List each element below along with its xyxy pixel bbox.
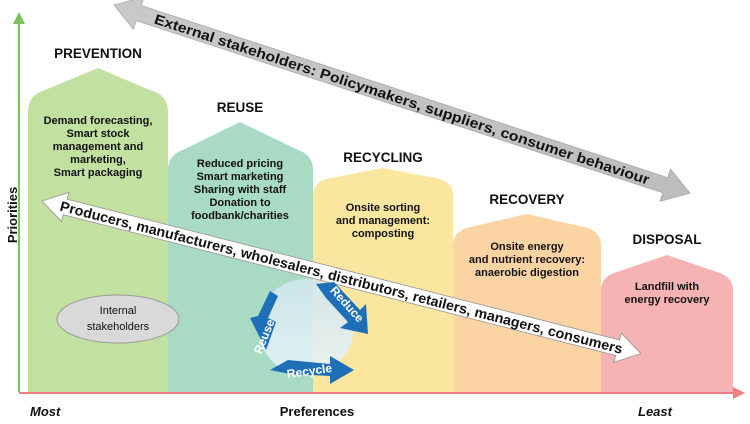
y-axis-arrowhead xyxy=(13,12,25,24)
tier-recovery-text: Onsite energy and nutrient recovery: ana… xyxy=(469,241,585,279)
internal-badge-shape xyxy=(56,294,180,344)
tier-recovery xyxy=(453,214,601,393)
tier-prevention-line: marketing, xyxy=(70,154,126,166)
x-axis-arrowhead xyxy=(733,387,745,399)
x-axis-label: Preferences xyxy=(280,404,354,419)
x-axis-most: Most xyxy=(30,404,61,419)
tier-recovery-line: anaerobic digestion xyxy=(475,267,579,279)
internal-badge-line: stakeholders xyxy=(87,321,150,333)
tier-recycling-line: and management: xyxy=(336,215,430,227)
tier-recovery-line: Onsite energy xyxy=(490,241,564,253)
cycle-arrow-reduce xyxy=(316,282,368,334)
tier-recycling-title: RECYCLING xyxy=(343,150,423,165)
tier-disposal-title: DISPOSAL xyxy=(632,232,701,247)
tier-recovery-line: and nutrient recovery: xyxy=(469,254,585,266)
tier-prevention-text: Demand forecasting, Smart stock manageme… xyxy=(44,115,153,179)
internal-arrow-shape xyxy=(41,191,642,363)
cycle-background xyxy=(258,279,354,375)
tier-reuse-text: Reduced pricing Smart marketing Sharing … xyxy=(191,158,289,222)
tier-recycling-line: Onsite sorting xyxy=(346,202,421,214)
tier-recovery-title: RECOVERY xyxy=(489,192,564,207)
tier-reuse-line: foodbank/charities xyxy=(191,210,289,222)
tier-recycling-text: Onsite sorting and management: compostin… xyxy=(336,202,430,240)
tier-recovery-shape xyxy=(453,214,601,393)
tier-disposal xyxy=(601,255,733,393)
tier-disposal-line: Landfill with xyxy=(635,281,699,293)
tier-reuse-title: REUSE xyxy=(217,100,264,115)
tier-prevention-title: PREVENTION xyxy=(54,46,142,61)
y-axis-label: Priorities xyxy=(5,187,20,243)
tier-disposal-text: Landfill with energy recovery xyxy=(625,281,711,306)
cycle-arrow-reuse xyxy=(250,291,278,350)
tier-reuse-line: Sharing with staff xyxy=(194,184,287,196)
cycle-label-recycle: Recycle xyxy=(286,361,333,381)
x-axis-least: Least xyxy=(638,404,673,419)
tier-disposal-shape xyxy=(601,255,733,393)
internal-badge-line: Internal xyxy=(100,305,137,317)
tier-reuse-line: Smart marketing xyxy=(197,171,284,183)
tier-prevention-line: Demand forecasting, xyxy=(44,115,153,127)
tier-reuse-line: Reduced pricing xyxy=(197,158,283,170)
tier-prevention-line: management and xyxy=(53,141,143,153)
tier-recycling-line: composting xyxy=(352,228,414,240)
tier-reuse-line: Donation to xyxy=(209,197,270,209)
cycle-arrow-recycle xyxy=(270,356,354,384)
internal-stakeholders-badge: Internal stakeholders xyxy=(56,294,180,344)
external-arrow-shape xyxy=(113,0,691,202)
tier-prevention-line: Smart stock xyxy=(67,128,131,140)
tier-prevention-line: Smart packaging xyxy=(54,167,143,179)
tier-disposal-line: energy recovery xyxy=(625,294,711,306)
